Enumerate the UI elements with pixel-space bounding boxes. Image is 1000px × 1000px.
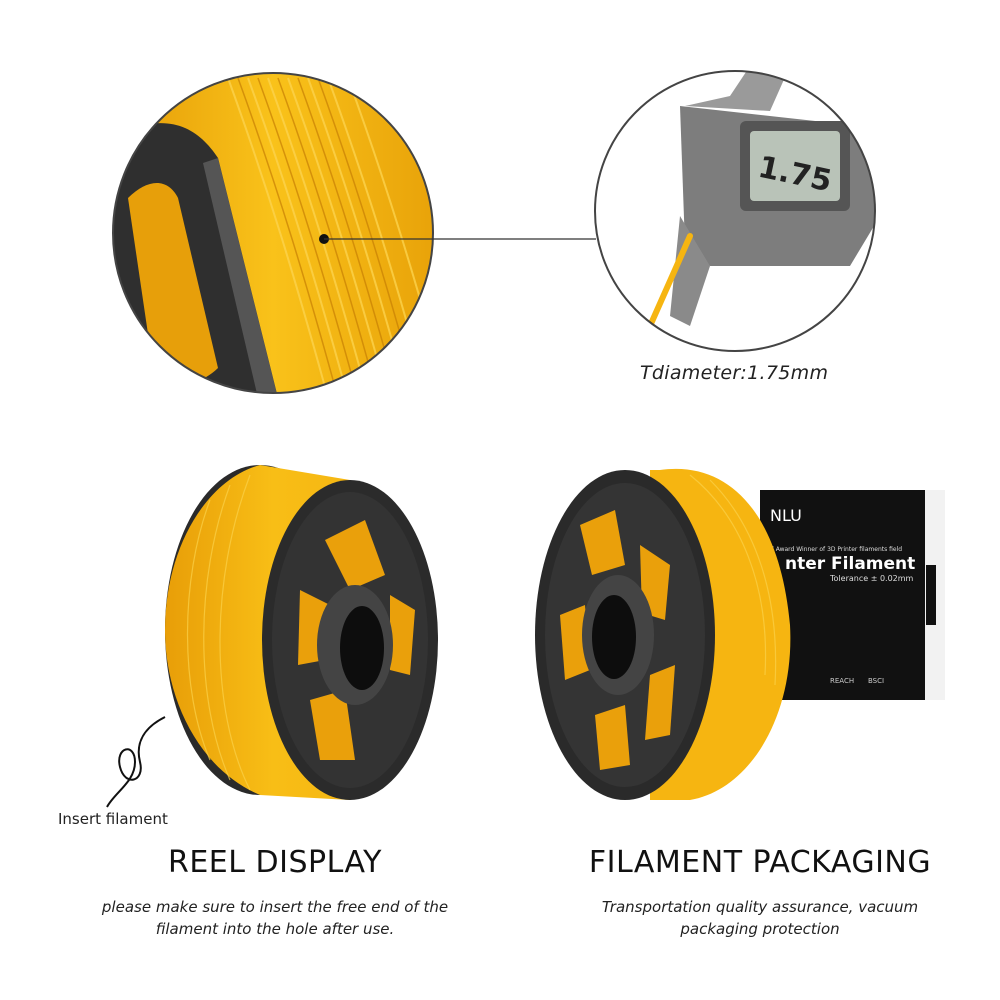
filament-packaging-title: FILAMENT PACKAGING (588, 845, 932, 880)
filament-closeup-image (112, 72, 434, 394)
connector-line (319, 234, 596, 244)
box-badge-bsci: BSCI (868, 677, 884, 685)
diameter-caption: Tdiameter:1.75mm (640, 362, 829, 384)
reel-spool-image (165, 465, 438, 800)
insert-filament-caption: Insert filament (58, 810, 168, 828)
box-tolerance: Tolerance ± 0.02mm (829, 574, 914, 583)
box-badge-reach: REACH (830, 677, 854, 685)
insert-filament-curl (106, 716, 166, 808)
reel-display-description: please make sure to insert the free end … (101, 898, 449, 938)
caliper-closeup-image: 1.75 (594, 70, 876, 352)
box-brand: NLU (770, 506, 802, 525)
packaging-image: NLU d Award Winner of 3D Printer filamen… (535, 468, 945, 800)
reel-display-title: REEL DISPLAY (167, 845, 382, 880)
box-product: nter Filament (785, 554, 915, 574)
filament-packaging-description: Transportation quality assurance, vacuum… (601, 898, 919, 938)
box-award-line: d Award Winner of 3D Printer filaments f… (770, 546, 902, 553)
